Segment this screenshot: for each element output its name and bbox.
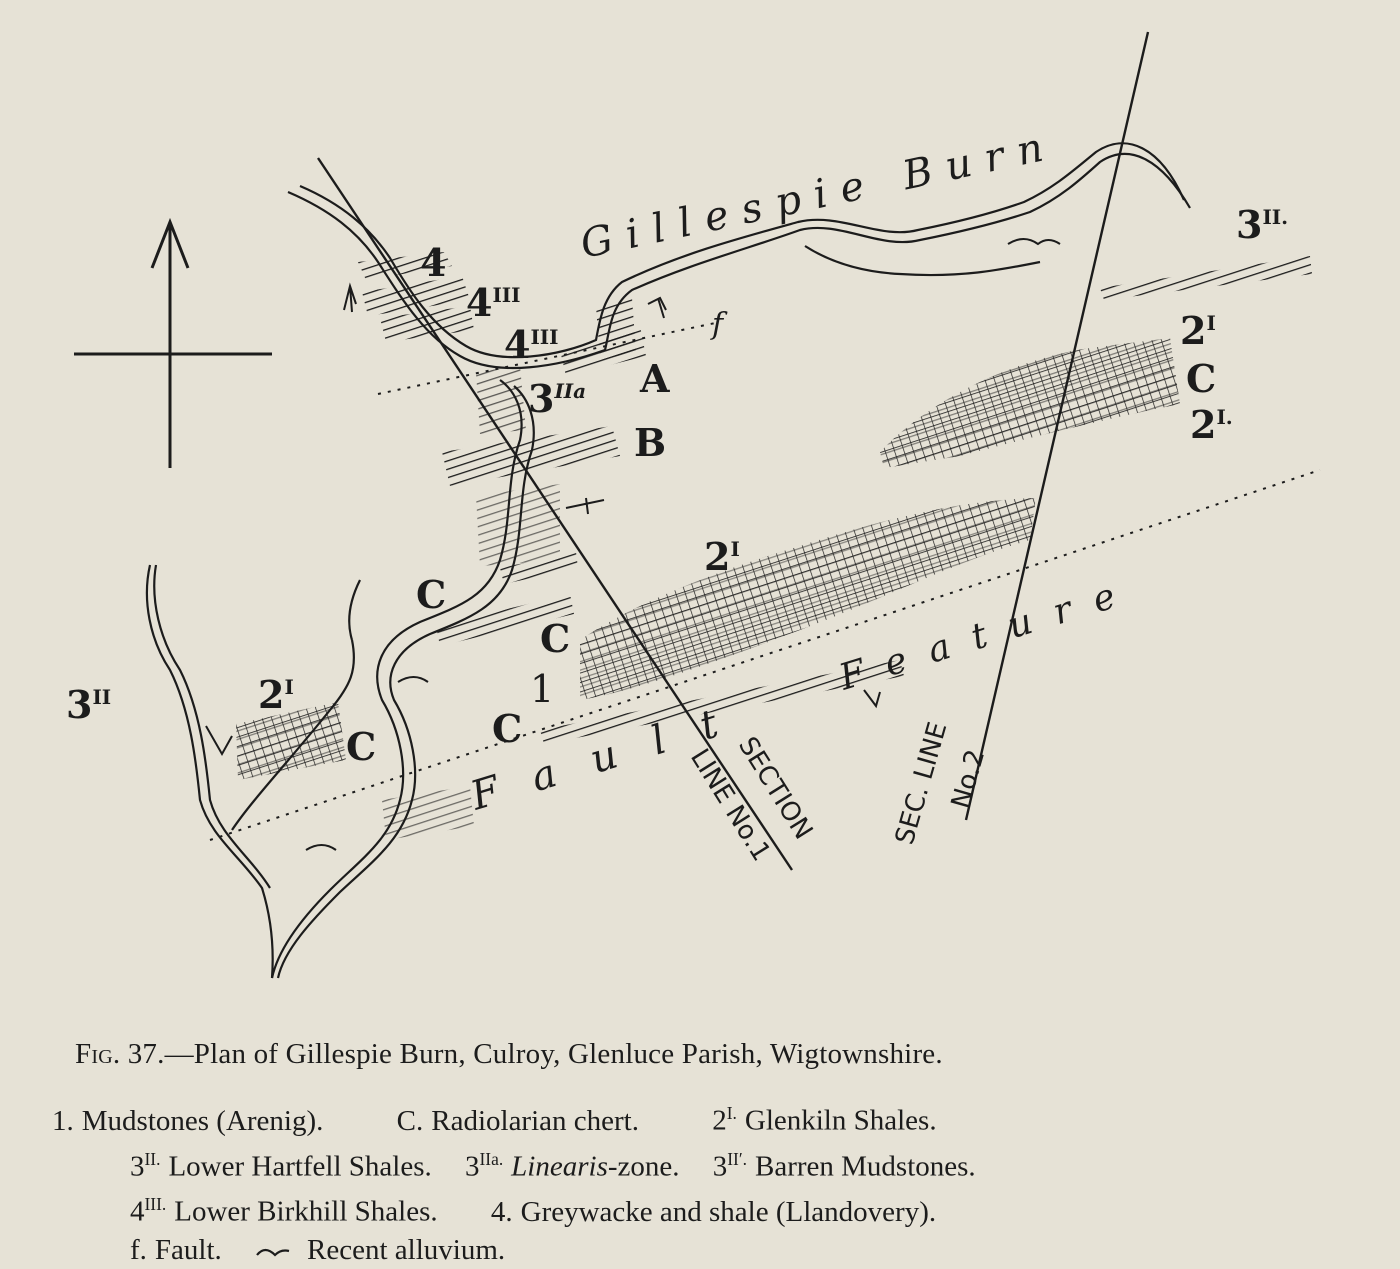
zone-mark: 3II. (1236, 202, 1288, 247)
zone-mark: C (416, 572, 446, 617)
outcrop-c-left (436, 552, 578, 646)
outcrop-3iia (476, 366, 526, 434)
legend-item: 2I.Glenkiln Shales. (712, 1103, 937, 1137)
zone-mark: 2I. (1190, 402, 1233, 447)
legend-item: 1.Mudstones (Arenig). (52, 1104, 324, 1137)
dip-arrows-icon (205, 282, 881, 757)
zone-marks: 4 4III 4III 3IIa A B 3II. 2I C 2I. 2I C … (66, 202, 1288, 769)
section-line-2-label-a: SEC. LINE (890, 719, 953, 848)
zone-mark: 3IIa (528, 376, 586, 421)
zone-mark: A (639, 356, 670, 401)
zone-mark: 4III (466, 280, 521, 325)
alluvium-marks-icon (305, 238, 1061, 851)
zone-mark: C (492, 706, 522, 751)
zone-mark: C (346, 724, 376, 769)
figure-number: Fig. 37. (75, 1038, 165, 1070)
legend-item: 3II.Lower Hartfell Shales. (130, 1148, 432, 1183)
alluvium-symbol-icon (256, 1249, 290, 1257)
legend-line-3: 4III.Lower Birkhill Shales. 4.Greywacke … (52, 1185, 1342, 1231)
outcrop-4 (358, 252, 470, 316)
outcrop-lower-fault (382, 786, 474, 840)
zone-mark: C (540, 616, 570, 661)
zone-mark: B (634, 420, 666, 465)
legend-item: C.Radiolarian chert. (396, 1104, 639, 1137)
figure-caption: Fig. 37.—Plan of Gillespie Burn, Culroy,… (75, 1038, 943, 1071)
zone-mark: 4 (420, 240, 446, 285)
zone-mark: 2I (704, 534, 740, 579)
legend-item: 3II′.Barren Mudstones. (712, 1148, 976, 1183)
outcrop-2i-centre (540, 498, 1036, 744)
zone-mark: 4III (504, 322, 559, 367)
outcrop-2i-right (880, 338, 1180, 468)
fault-letter-label: f (710, 307, 728, 342)
zone-mark: 1 (530, 667, 554, 711)
zone-mark: 3II (66, 682, 111, 727)
legend-line-4: f.Fault. Recent alluvium. (52, 1231, 1342, 1269)
north-arrow-icon (74, 217, 272, 468)
figure-legend: 1.Mudstones (Arenig). C.Radiolarian cher… (52, 1094, 1342, 1269)
legend-line-1: 1.Mudstones (Arenig). C.Radiolarian cher… (52, 1094, 1342, 1140)
section-line-2-label-b: No.2 (946, 746, 991, 812)
caption-text: —Plan of Gillespie Burn, Culroy, Glenluc… (164, 1038, 943, 1070)
zone-mark: C (1186, 356, 1216, 401)
outcrop-b (442, 426, 620, 566)
zone-mark: 2I (258, 672, 294, 717)
burn-name-label: Gillespie Burn (577, 122, 1061, 268)
outcrop-3ii-top-right (1100, 256, 1312, 300)
legend-item: f.Fault. (130, 1233, 222, 1266)
legend-item: 3IIa.Linearis-zone. (465, 1148, 680, 1183)
legend-item: Recent alluvium. (255, 1231, 505, 1269)
legend-line-2: 3II.Lower Hartfell Shales. 3IIa.Linearis… (52, 1140, 1342, 1186)
zone-mark: 2I (1180, 308, 1216, 353)
geological-plan-map: Gillespie Burn Fault Feature SECTION LIN… (66, 31, 1321, 979)
fault-lines (209, 321, 1321, 841)
legend-item: 4.Greywacke and shale (Llandovery). (490, 1195, 937, 1228)
outcrop-4iii (380, 298, 646, 376)
outcrop-2i-left (236, 702, 346, 780)
legend-item: 4III.Lower Birkhill Shales. (130, 1194, 438, 1228)
